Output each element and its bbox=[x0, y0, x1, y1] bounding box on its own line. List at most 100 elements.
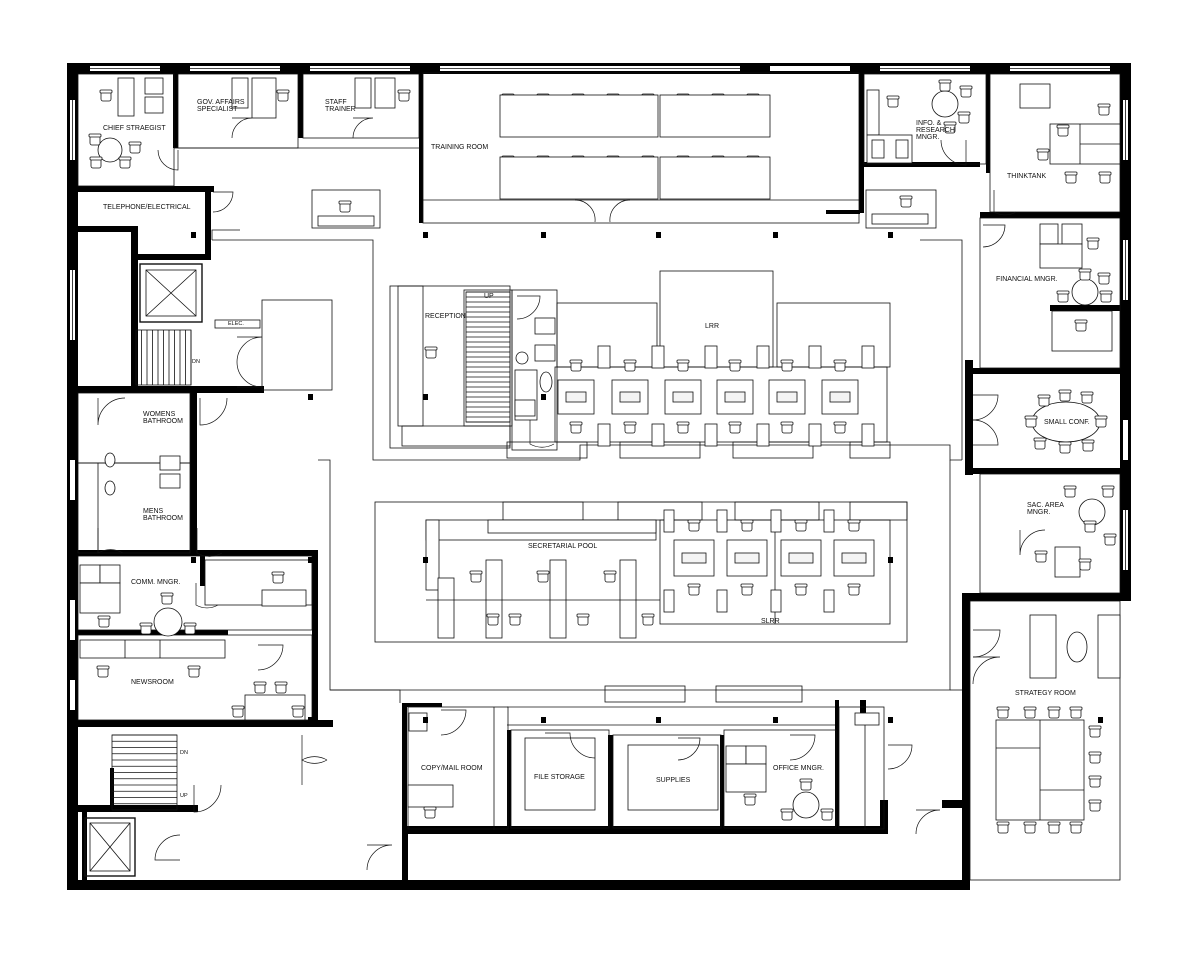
label-staff: STAFF bbox=[325, 99, 347, 106]
chair bbox=[1056, 290, 1070, 303]
columns bbox=[191, 232, 1103, 723]
chair bbox=[943, 121, 957, 134]
furniture bbox=[79, 77, 1121, 821]
room-labels: CHIEF STRAEGIST GOV. AFFAIRS SPECIALIST … bbox=[103, 99, 1090, 799]
chair bbox=[99, 89, 113, 102]
chair bbox=[1097, 103, 1111, 116]
chair bbox=[996, 706, 1010, 719]
chair bbox=[833, 359, 847, 372]
label-sac-mngr: MNGR. bbox=[1027, 509, 1050, 516]
chair bbox=[623, 421, 637, 434]
label-file-storage: FILE STORAGE bbox=[534, 774, 585, 781]
chair bbox=[847, 519, 861, 532]
chair bbox=[183, 622, 197, 635]
label-chief-strategist: CHIEF STRAEGIST bbox=[103, 125, 166, 132]
chair bbox=[486, 613, 500, 626]
chair bbox=[97, 615, 111, 628]
chair bbox=[253, 681, 267, 694]
label-financial-mngr: FINANCIAL MNGR. bbox=[996, 276, 1058, 283]
chair bbox=[728, 359, 742, 372]
label-telephone-electrical: TELEPHONE/ELECTRICAL bbox=[103, 204, 191, 211]
chair bbox=[676, 421, 690, 434]
label-office-mngr: OFFICE MNGR. bbox=[773, 765, 824, 772]
chair bbox=[1058, 389, 1072, 402]
chair bbox=[397, 89, 411, 102]
chair bbox=[799, 778, 813, 791]
chair bbox=[1078, 558, 1092, 571]
chair bbox=[1078, 268, 1092, 281]
core bbox=[84, 263, 511, 877]
label-comm-mngr: COMM. MNGR. bbox=[131, 579, 180, 586]
chair bbox=[1047, 706, 1061, 719]
chair bbox=[338, 200, 352, 213]
chair bbox=[743, 793, 757, 806]
chair bbox=[1083, 520, 1097, 533]
chair bbox=[1094, 415, 1108, 428]
chair bbox=[569, 359, 583, 372]
chair bbox=[676, 359, 690, 372]
chair bbox=[291, 705, 305, 718]
chair bbox=[1088, 775, 1102, 788]
chair bbox=[1080, 391, 1094, 404]
label-reception: RECEPTION bbox=[425, 313, 466, 320]
label-womens: WOMENS bbox=[143, 411, 176, 418]
chair bbox=[780, 421, 794, 434]
chair bbox=[740, 519, 754, 532]
training-room bbox=[422, 72, 860, 224]
chair bbox=[469, 570, 483, 583]
label-gov-specialist: SPECIALIST bbox=[197, 106, 238, 113]
chair bbox=[271, 571, 285, 584]
label-thinktank: THINKTANK bbox=[1007, 173, 1046, 180]
chair bbox=[780, 359, 794, 372]
chair bbox=[1024, 415, 1038, 428]
chair bbox=[794, 519, 808, 532]
chair bbox=[187, 665, 201, 678]
label-dn-2: DN bbox=[180, 750, 188, 756]
chair bbox=[1088, 799, 1102, 812]
chair bbox=[1036, 148, 1050, 161]
doors bbox=[97, 117, 1046, 871]
chair bbox=[728, 421, 742, 434]
chair bbox=[740, 583, 754, 596]
label-dn: DN bbox=[192, 359, 200, 365]
label-up: UP bbox=[484, 293, 494, 300]
chair bbox=[1069, 821, 1083, 834]
chair bbox=[1058, 441, 1072, 454]
chair bbox=[569, 421, 583, 434]
chair bbox=[1064, 171, 1078, 184]
label-supplies: SUPPLIES bbox=[656, 777, 691, 784]
label-mens: MENS bbox=[143, 508, 164, 515]
chair bbox=[1099, 290, 1113, 303]
chair bbox=[938, 79, 952, 92]
chair bbox=[576, 613, 590, 626]
chair bbox=[959, 85, 973, 98]
chair bbox=[1063, 485, 1077, 498]
chair bbox=[1103, 533, 1117, 546]
label-info: INFO. & bbox=[916, 120, 942, 127]
label-elec: ELEC. bbox=[228, 321, 244, 327]
chair bbox=[886, 95, 900, 108]
chair bbox=[623, 359, 637, 372]
chair bbox=[128, 141, 142, 154]
chair bbox=[833, 421, 847, 434]
chair bbox=[139, 622, 153, 635]
label-gov-affairs: GOV. AFFAIRS bbox=[197, 99, 245, 106]
chair bbox=[1034, 550, 1048, 563]
chairs bbox=[88, 79, 1117, 834]
chair bbox=[687, 583, 701, 596]
chair bbox=[1098, 171, 1112, 184]
label-secretarial-pool: SECRETARIAL POOL bbox=[528, 543, 597, 550]
chair bbox=[118, 156, 132, 169]
chair bbox=[1081, 439, 1095, 452]
chair bbox=[641, 613, 655, 626]
chair bbox=[1088, 725, 1102, 738]
chair bbox=[957, 111, 971, 124]
chair bbox=[1088, 751, 1102, 764]
chair bbox=[1101, 485, 1115, 498]
chair bbox=[1056, 124, 1070, 137]
label-trainer: TRAINER bbox=[325, 106, 356, 113]
label-up-2: UP bbox=[180, 793, 188, 799]
chair bbox=[276, 89, 290, 102]
chair bbox=[794, 583, 808, 596]
chair bbox=[231, 705, 245, 718]
